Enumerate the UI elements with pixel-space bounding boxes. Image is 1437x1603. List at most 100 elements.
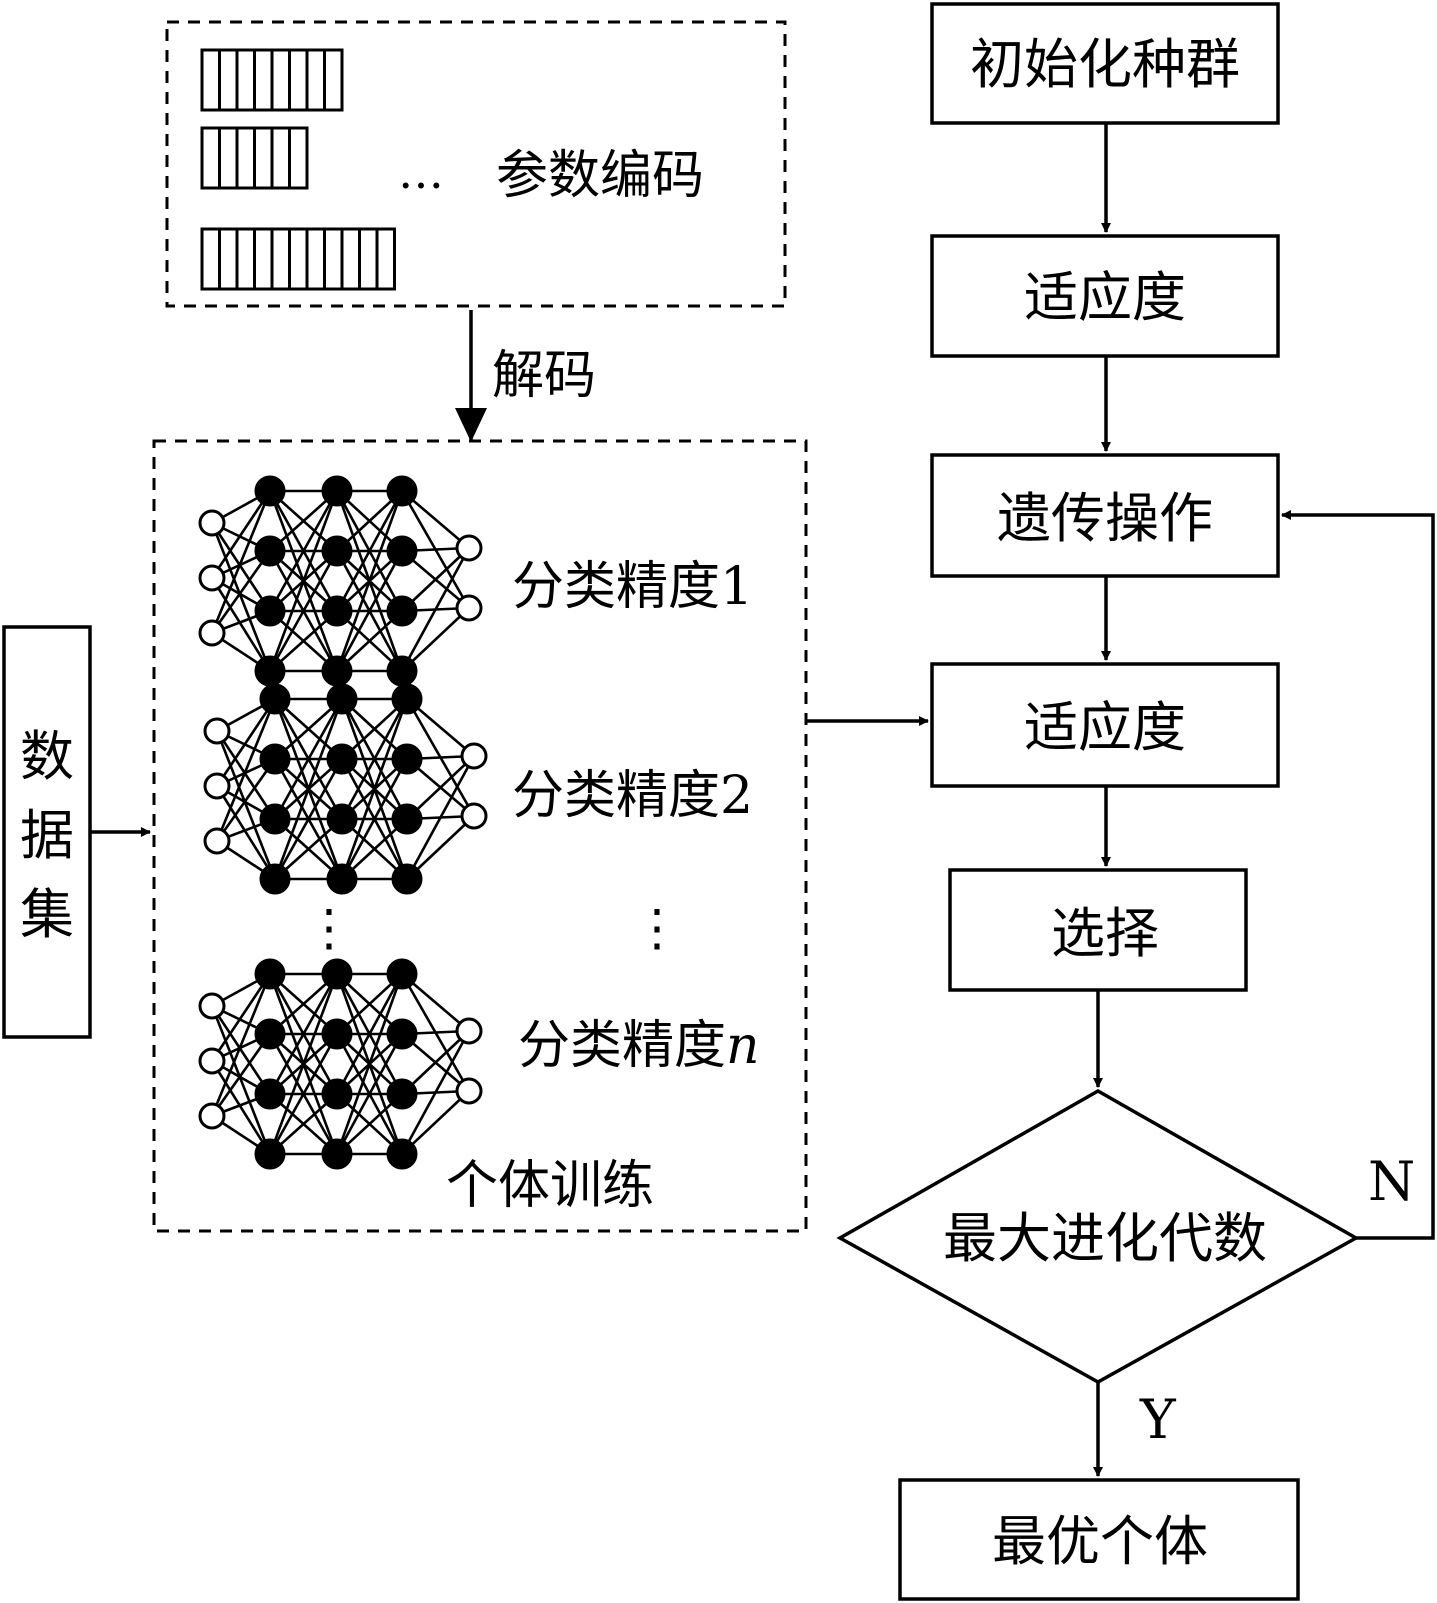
network-edge [210,1005,272,1155]
dataset-box [2,625,92,1039]
neural-network-2 [203,683,488,895]
output-node [460,802,488,830]
network-edge [335,490,404,612]
genetic-ops-label: 遗传操作 [997,487,1213,550]
network-edge [210,973,272,1117]
encoding-ellipsis: … [398,145,444,199]
encoding-region [165,20,787,308]
no-loop-arrow [1281,510,1435,1240]
decode-arrowhead [455,408,487,442]
fitness-label-2: 适应度 [1024,696,1186,759]
network-edge [268,490,339,612]
neural-networks [198,475,488,1170]
fitness-box-1 [930,234,1280,358]
network-edge [215,785,277,880]
init-population-label: 初始化种群 [970,33,1240,96]
hidden-node [321,535,353,567]
input-node [203,827,231,855]
accuracy-vertical-ellipsis: ⋮ [632,899,682,957]
network-edge [340,758,409,880]
network-edge [273,698,344,820]
network-edge [210,973,272,1062]
hidden-node [254,535,286,567]
hidden-node [259,803,291,835]
hidden-node [321,595,353,627]
input-node [198,992,226,1020]
hidden-node [326,743,358,775]
init-population-box [930,2,1280,125]
input-node [198,509,226,537]
output-node [460,742,488,770]
fitness-box-2 [930,662,1280,788]
neural-network-3 [198,958,483,1170]
network-edge [215,730,277,820]
accuracy-label-n: 分类精度n [518,1016,760,1076]
selection-label: 选择 [1051,902,1159,965]
network-edge [268,550,339,672]
hidden-node [386,535,418,567]
network-edge [215,698,277,787]
hidden-node [321,1078,353,1110]
hidden-node [254,475,286,507]
network-edge [210,1033,272,1117]
selection-box [948,868,1248,992]
hidden-node [391,743,423,775]
network-edge [400,547,471,672]
network-edge [335,490,404,672]
training-region [152,439,808,1233]
hidden-node [254,655,286,687]
network-edge [268,490,339,672]
output-node [455,1017,483,1045]
hidden-node [254,1138,286,1170]
network-edge [335,973,404,1155]
hidden-node [326,683,358,715]
dataset-label-char-2: 据 [20,804,74,867]
hidden-node [254,958,286,990]
hidden-node [386,475,418,507]
hidden-node [391,683,423,715]
training-title: 个体训练 [446,1156,654,1216]
network-edge [335,973,404,1095]
hidden-node [259,683,291,715]
input-node [203,772,231,800]
network-edge [210,522,272,672]
hidden-node [321,1018,353,1050]
network-edge [268,1033,339,1155]
hidden-node [386,1138,418,1170]
hidden-node [259,743,291,775]
hidden-node [321,655,353,687]
networks-vertical-ellipsis: ⋮ [304,899,354,957]
accuracy-label-1: 分类精度1 [512,557,753,617]
encoding-strings [200,48,396,291]
hidden-node [259,863,291,895]
network-edge [273,698,344,880]
encoding-title: 参数编码 [496,146,704,206]
network-edge [210,490,272,579]
network-edge [215,730,277,880]
network-edge [215,758,277,842]
dataset-label-char-3: 集 [20,883,74,946]
network-edge [400,1030,471,1155]
network-edge [335,550,404,672]
hidden-node [254,1078,286,1110]
network-edge [210,490,272,634]
hidden-node [386,1078,418,1110]
output-node [455,594,483,622]
network-edge [215,698,277,842]
accuracy-label-2: 分类精度2 [512,766,753,826]
input-node [203,717,231,745]
input-node [198,1102,226,1130]
hidden-node [386,655,418,687]
hidden-node [321,475,353,507]
network-edge [210,550,272,634]
network-edge [405,755,476,880]
hidden-node [386,958,418,990]
network-edge [268,973,339,1095]
hidden-node [321,1138,353,1170]
dataset-label-char-1: 数 [20,725,74,788]
fitness-label-1: 适应度 [1024,266,1186,329]
neural-network-1 [198,475,483,687]
decode-label: 解码 [492,346,596,406]
hidden-node [386,595,418,627]
